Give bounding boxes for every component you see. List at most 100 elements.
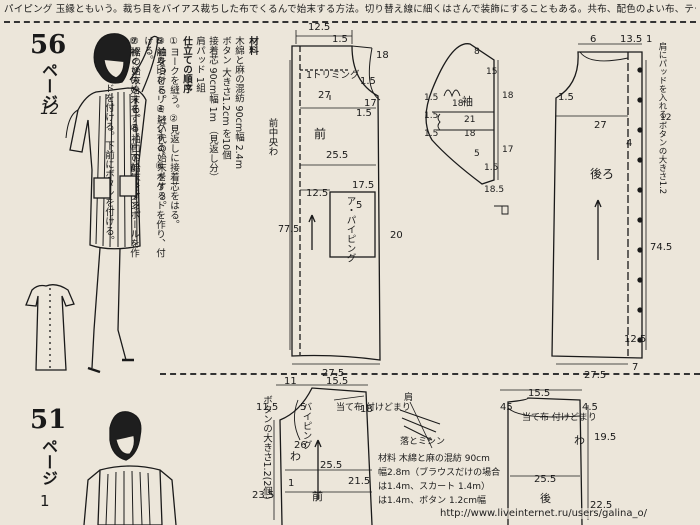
front-dim-p-w: 5: [356, 200, 362, 211]
s51-materials: 材料 木綿と麻の混紡 90cm 幅2.8m（ブラウスだけの場合 は1.4m、スカ…: [378, 452, 508, 508]
step-2: ③袖をつける。④縫い代の始末をする。: [155, 36, 166, 210]
front-dim-v2: 27: [318, 90, 331, 101]
materials-interfacing: 接着芯 90cm幅 1m （見返し分）: [207, 36, 218, 182]
sleeve-dim-s3: 17: [502, 145, 513, 155]
s51-detail-label-1: 肩: [404, 391, 413, 403]
s51-back-wa: わ: [574, 434, 585, 447]
front-dim-v1: 1.5: [360, 76, 376, 87]
sleeve-dim-c: 1.5: [424, 129, 438, 139]
back-dim-chest: 27: [594, 120, 607, 131]
s51-front-dim-b: 15.5: [326, 376, 348, 387]
s51-front-dim-h: 21.5: [348, 476, 370, 487]
front-dim-p-top: 17.5: [352, 180, 374, 191]
s51-back-dim-b: 15.5: [528, 388, 550, 399]
top-divider: [4, 21, 696, 23]
sleeve-title: 袖: [462, 94, 473, 108]
s51-back-dim-e: 25.5: [534, 474, 556, 485]
section-56-number: 56: [30, 30, 67, 60]
header-text: パイピング 玉縁ともいう。裁ち目をバイアス裁ちした布でくるんで始末する方法。切り…: [4, 4, 696, 15]
section-56-page-label: ページ: [39, 62, 58, 110]
sleeve-dim-bottom: 18.5: [484, 185, 504, 195]
steps-title: 仕立ての順序: [181, 36, 192, 93]
back-dim-s3: 12: [660, 113, 671, 123]
s51-back-pattern-piece: [500, 389, 589, 525]
s51-button-note: ボタンの大きさ1.2(2個): [261, 395, 272, 500]
back-dim-length: 74.5: [650, 242, 672, 253]
back-buttons: [637, 67, 643, 343]
materials-title: 材料: [247, 36, 258, 55]
materials-fabric: 木綿と麻の混紡 90cm幅 2.4m: [233, 36, 244, 169]
s51-back-dim-c: 4.5: [582, 402, 598, 413]
sleeve-dim-s4: 5: [474, 149, 480, 159]
sleeve-dim-b: 1.5: [424, 111, 438, 121]
section-51-number: 51: [30, 405, 67, 435]
back-dim-t1: 6: [590, 34, 596, 45]
sleeve-dim-w2: 21: [464, 115, 475, 125]
front-pocket-label: ア・パイピング: [345, 196, 357, 263]
step-1: ①ヨークを縫う。②見返しに接着芯をはる。: [168, 36, 179, 229]
materials-buttons: ボタン 大きさ1.2cm を10個: [220, 36, 231, 160]
front-title: 前: [314, 126, 326, 141]
s51-front-dim-g: 25.5: [320, 460, 342, 471]
s51-front-dim-c: 11.5: [256, 402, 278, 413]
back-pattern-piece: [551, 43, 647, 365]
front-dim-p-side: 12.5: [306, 188, 328, 199]
back-dim-b2: 7: [632, 362, 638, 373]
s51-materials-line-3: は1.4m、スカート 1.4m）: [378, 482, 491, 492]
front-center-label: 前中央わ: [267, 117, 279, 156]
step-4: ⑦裾の始末をする。⑧袖口の始末をする。: [129, 36, 140, 220]
front-dim-p-h: 20: [390, 230, 403, 241]
blouse-illustration-51: [83, 411, 177, 525]
s51-front-piping: バイピング: [301, 402, 313, 450]
s51-back-dim-f: 22.5: [590, 500, 612, 511]
front-trim-label: 1トリミング: [306, 69, 360, 81]
sleeve-dim-w1: 18: [452, 99, 464, 109]
s51-back-patch: 当て布 付けどまり: [522, 411, 597, 423]
sleeve-dim-s1: 15: [486, 67, 497, 77]
sleeve-dim-s5: 1.5: [484, 163, 498, 173]
front-pattern-piece: [289, 30, 381, 365]
s51-front-dim-e: 18: [360, 404, 373, 415]
s51-front-dim-f: 26: [294, 440, 307, 451]
s51-materials-line-4: は1.4m、ボタン 1.2cm幅: [378, 496, 486, 506]
sleeve-pattern-piece: [425, 43, 499, 185]
section-56-page-number: 12: [40, 100, 60, 118]
front-dim-w1: 1.5: [356, 108, 372, 119]
front-dim-length: 77.5: [278, 224, 299, 235]
notch-detail: [494, 205, 509, 215]
dress-back-view-56: [25, 284, 75, 371]
s51-front-dim-d: 5: [300, 402, 306, 413]
mid-divider: [160, 373, 700, 375]
front-dim-chest: 25.5: [326, 150, 348, 161]
sleeve-dim-w3: 18: [464, 129, 476, 139]
back-dim-t3: 1: [646, 34, 652, 45]
s51-back-dim-d: 19.5: [594, 432, 616, 443]
front-dim-hem: 27.5: [322, 368, 344, 379]
back-dim-b1: 12.5: [624, 334, 646, 345]
sleeve-dim-s2: 18: [502, 91, 514, 101]
s51-front-dim-j: 1: [288, 478, 294, 489]
front-dim-top-b: 1.5: [332, 34, 348, 45]
back-note: 肩にパッドを入れる ボタンの大きさ1.2: [657, 41, 667, 194]
step-3: ⑤前身頃をトリミングする。⑥ポケットを作り、付ける。: [142, 36, 165, 258]
front-dim-top-a: 12.5: [308, 22, 330, 33]
dress-illustration-56: [65, 33, 159, 374]
s51-front-dim-i: 23.5: [252, 490, 274, 501]
s51-front-dim-a: 11: [284, 376, 297, 387]
step-6: ⑪肩にパッドを付ける。下前にボタンを付ける。: [103, 36, 114, 245]
back-title: 後ろ: [590, 167, 614, 181]
s51-detail-label-2: 落とミシン: [400, 435, 445, 447]
back-dim-t2: 13.5: [620, 34, 642, 45]
section-51-page-label: ページ: [39, 438, 58, 486]
s51-back-dim-a: 45: [500, 402, 513, 413]
section-51-page-number: 1: [40, 492, 50, 510]
back-dim-s1: 1.5: [558, 92, 574, 103]
s51-shoulder-detail: [399, 401, 441, 449]
sleeve-dim-top: 8: [474, 47, 480, 57]
s51-materials-line-2: 幅2.8m（ブラウスだけの場合: [378, 468, 501, 478]
s51-front-patch: 当て布 付けどまり: [336, 401, 411, 413]
front-dim-shoulder: 18: [376, 50, 389, 61]
watermark-url: http://www.liveinternet.ru/users/galina_…: [440, 508, 647, 519]
